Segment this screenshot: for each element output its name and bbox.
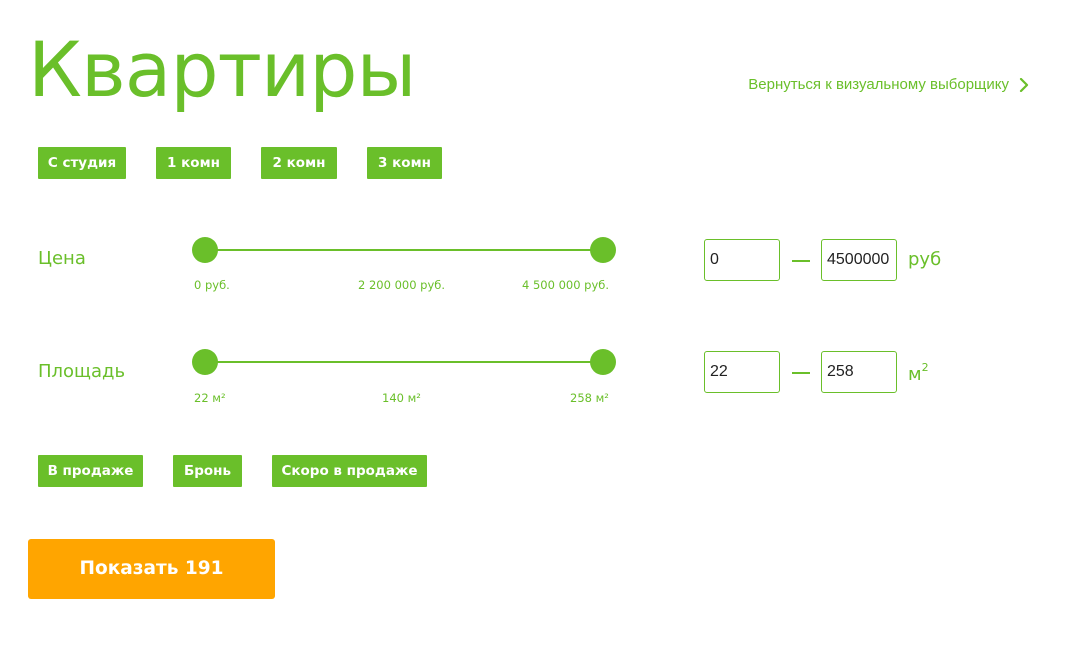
area-unit-base: м <box>908 364 922 385</box>
filter-2-room-button[interactable]: 2 комн <box>261 147 337 179</box>
price-max-handle[interactable] <box>590 237 616 263</box>
back-link-label: Вернуться к визуальному выборщику <box>748 76 1009 93</box>
price-tick-mid: 2 200 000 руб. <box>358 278 446 292</box>
area-unit-superscript: 2 <box>921 361 929 374</box>
price-tick-min: 0 руб. <box>194 278 230 292</box>
area-tick-mid: 140 м² <box>382 391 421 405</box>
filter-1-room-button[interactable]: 1 комн <box>156 147 231 179</box>
price-slider-track[interactable] <box>205 249 603 251</box>
area-max-handle[interactable] <box>590 349 616 375</box>
price-range-separator <box>792 260 810 262</box>
area-range-slider[interactable] <box>192 349 616 375</box>
area-to-input[interactable] <box>821 351 897 393</box>
price-label: Цена <box>38 248 86 269</box>
price-unit: руб <box>908 249 942 270</box>
page-title: Квартиры <box>28 25 416 114</box>
price-min-handle[interactable] <box>192 237 218 263</box>
area-label: Площадь <box>38 361 126 382</box>
chevron-right-icon <box>1019 77 1029 92</box>
area-range-separator <box>792 372 810 374</box>
back-to-visual-selector-link[interactable]: Вернуться к визуальному выборщику <box>748 76 1029 93</box>
area-min-handle[interactable] <box>192 349 218 375</box>
show-apartments-button[interactable]: Показать 191 квартиру <box>28 539 275 639</box>
price-range-slider[interactable] <box>192 237 616 263</box>
area-unit: м2 <box>908 361 929 385</box>
price-from-input[interactable] <box>704 239 780 281</box>
area-slider-track[interactable] <box>205 361 603 363</box>
filter-studio-button[interactable]: С студия <box>38 147 126 179</box>
price-to-input[interactable] <box>821 239 897 281</box>
filter-3-room-button[interactable]: 3 комн <box>367 147 442 179</box>
area-tick-max: 258 м² <box>570 391 609 405</box>
area-tick-min: 22 м² <box>194 391 226 405</box>
filter-reserved-button[interactable]: Бронь <box>173 455 242 487</box>
filter-on-sale-button[interactable]: В продаже <box>38 455 143 487</box>
filter-coming-soon-button[interactable]: Скоро в продаже <box>272 455 427 487</box>
area-from-input[interactable] <box>704 351 780 393</box>
price-tick-max: 4 500 000 руб. <box>522 278 610 292</box>
